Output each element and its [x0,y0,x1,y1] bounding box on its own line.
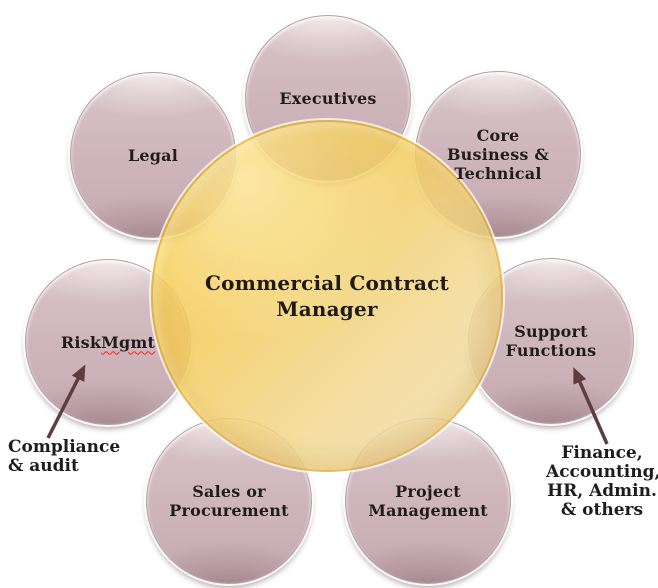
circle-core-business-technical: Core Business & Technical [415,71,581,237]
circle-executives-label: Executives [279,88,377,108]
annotation-compliance-audit: Compliance & audit [8,437,121,476]
circle-project-management: Project Management [345,418,511,584]
circle-executives: Executives [245,15,411,181]
circle-legal-label: Legal [127,145,179,165]
circle-support-functions-label: Support Functions [505,322,597,360]
risk-word: Risk [60,332,102,352]
circle-commercial-contract-manager: Commercial Contract Manager [151,120,503,472]
circle-core-business-technical-label: Core Business & Technical [446,125,550,183]
annotation-finance-accounting-hr-admin: Finance, Accounting, HR, Admin. & others [546,443,658,520]
circle-project-management-label: Project Management [368,482,488,520]
mgmt-misspelled-word: Mgmt [101,332,156,352]
center-circle-label: Commercial Contract Manager [205,271,449,321]
center-circle-fill [151,120,503,472]
circle-sales-procurement: Sales or Procurement [146,418,312,584]
circle-legal: Legal [70,72,236,238]
circle-sales-procurement-label: Sales or Procurement [169,482,289,520]
